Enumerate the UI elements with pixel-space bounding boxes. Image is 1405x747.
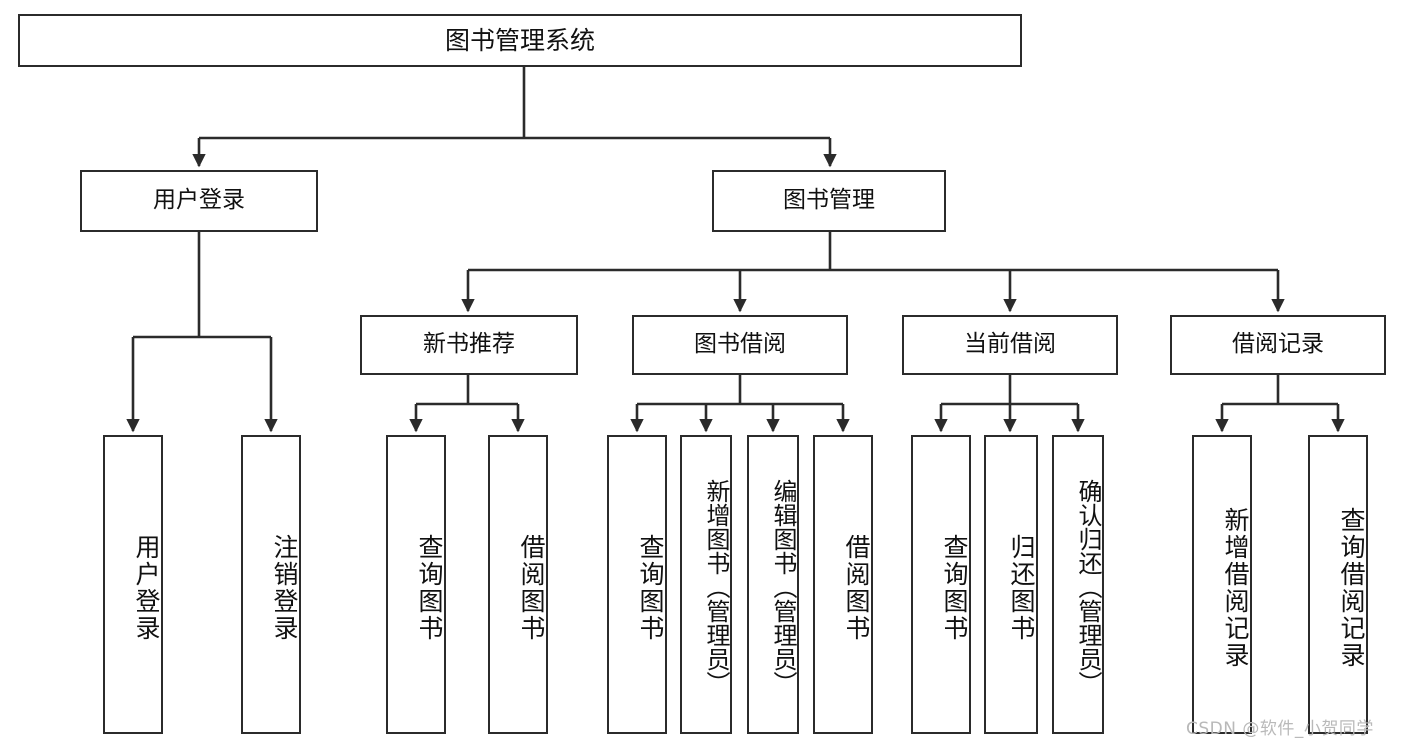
node-current-borrow-label: 当前借阅 bbox=[964, 331, 1056, 358]
leaf-bb-query-book-label: 查询图书 bbox=[636, 533, 665, 642]
node-new-book-recommend-label: 新书推荐 bbox=[423, 331, 515, 358]
leaf-cb-confirm-return[interactable]: 确认归还（管理员） bbox=[1052, 435, 1104, 734]
leaf-bb-add-book[interactable]: 新增图书（管理员） bbox=[680, 435, 732, 734]
node-book-manage[interactable]: 图书管理 bbox=[712, 170, 946, 232]
leaf-cb-confirm-return-label: 确认归还（管理员） bbox=[1074, 478, 1102, 695]
leaf-br-query-record[interactable]: 查询借阅记录 bbox=[1308, 435, 1368, 734]
csdn-watermark: CSDN @软件_小贺同学 bbox=[1186, 719, 1374, 739]
node-root[interactable]: 图书管理系统 bbox=[18, 14, 1022, 67]
leaf-br-query-record-label: 查询借阅记录 bbox=[1337, 506, 1366, 669]
node-user-login-label: 用户登录 bbox=[153, 187, 245, 214]
leaf-br-add-record-label: 新增借阅记录 bbox=[1221, 506, 1250, 669]
node-borrow-record-label: 借阅记录 bbox=[1232, 331, 1324, 358]
leaf-bb-borrow-book-label: 借阅图书 bbox=[842, 533, 871, 642]
leaf-cb-query-book[interactable]: 查询图书 bbox=[911, 435, 971, 734]
leaf-cb-return-book[interactable]: 归还图书 bbox=[984, 435, 1038, 734]
leaf-cb-query-book-label: 查询图书 bbox=[940, 533, 969, 642]
leaf-bb-query-book[interactable]: 查询图书 bbox=[607, 435, 667, 734]
node-user-login[interactable]: 用户登录 bbox=[80, 170, 318, 232]
node-borrow-record[interactable]: 借阅记录 bbox=[1170, 315, 1386, 375]
leaf-bb-edit-book-label: 编辑图书（管理员） bbox=[769, 478, 797, 695]
leaf-user-login-label: 用户登录 bbox=[132, 533, 161, 642]
node-book-borrow[interactable]: 图书借阅 bbox=[632, 315, 848, 375]
leaf-bb-borrow-book[interactable]: 借阅图书 bbox=[813, 435, 873, 734]
node-book-borrow-label: 图书借阅 bbox=[694, 331, 786, 358]
leaf-cb-return-book-label: 归还图书 bbox=[1007, 533, 1036, 642]
leaf-user-login[interactable]: 用户登录 bbox=[103, 435, 163, 734]
node-root-label: 图书管理系统 bbox=[444, 25, 595, 55]
leaf-logout[interactable]: 注销登录 bbox=[241, 435, 301, 734]
node-book-manage-label: 图书管理 bbox=[783, 187, 875, 214]
leaf-nbr-borrow-book[interactable]: 借阅图书 bbox=[488, 435, 548, 734]
node-current-borrow[interactable]: 当前借阅 bbox=[902, 315, 1118, 375]
leaf-logout-label: 注销登录 bbox=[270, 533, 299, 642]
node-new-book-recommend[interactable]: 新书推荐 bbox=[360, 315, 578, 375]
leaf-nbr-query-book[interactable]: 查询图书 bbox=[386, 435, 446, 734]
leaf-nbr-borrow-book-label: 借阅图书 bbox=[517, 533, 546, 642]
leaf-bb-edit-book[interactable]: 编辑图书（管理员） bbox=[747, 435, 799, 734]
leaf-br-add-record[interactable]: 新增借阅记录 bbox=[1192, 435, 1252, 734]
leaf-bb-add-book-label: 新增图书（管理员） bbox=[702, 478, 730, 695]
leaf-nbr-query-book-label: 查询图书 bbox=[415, 533, 444, 642]
